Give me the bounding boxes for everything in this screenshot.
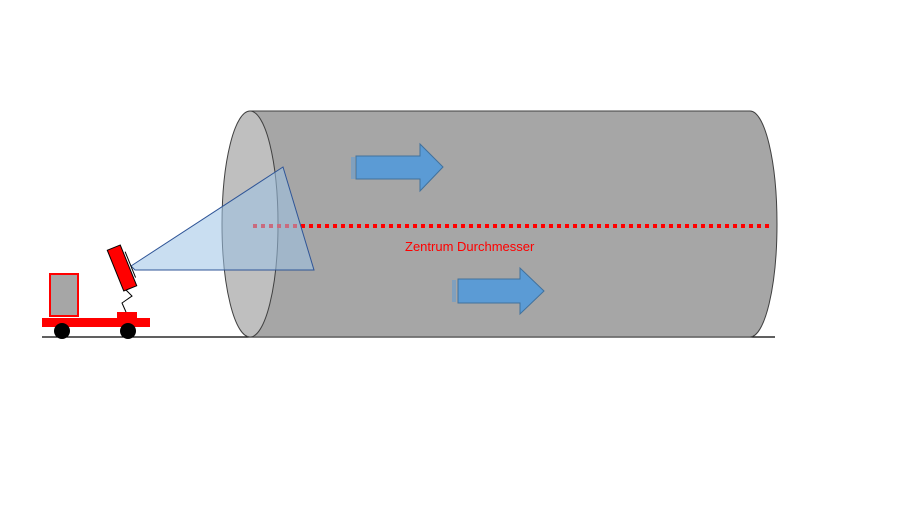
cart-wheel-left — [54, 323, 70, 339]
right-arrow-icon — [355, 142, 444, 193]
flow-arrow-lower — [452, 266, 545, 316]
center-diameter-label: Zentrum Durchmesser — [405, 239, 535, 254]
camera-mount-block — [117, 312, 137, 322]
cart-wheel-right — [120, 323, 136, 339]
right-arrow-icon — [457, 266, 545, 316]
cart-platform — [42, 318, 150, 327]
scan-cone — [130, 166, 315, 271]
flow-arrow-upper — [351, 142, 444, 193]
camera-mount-arm — [121, 289, 133, 313]
scanner-camera-icon — [106, 244, 138, 292]
cart-box — [49, 273, 79, 317]
inspection-cart — [42, 244, 150, 339]
